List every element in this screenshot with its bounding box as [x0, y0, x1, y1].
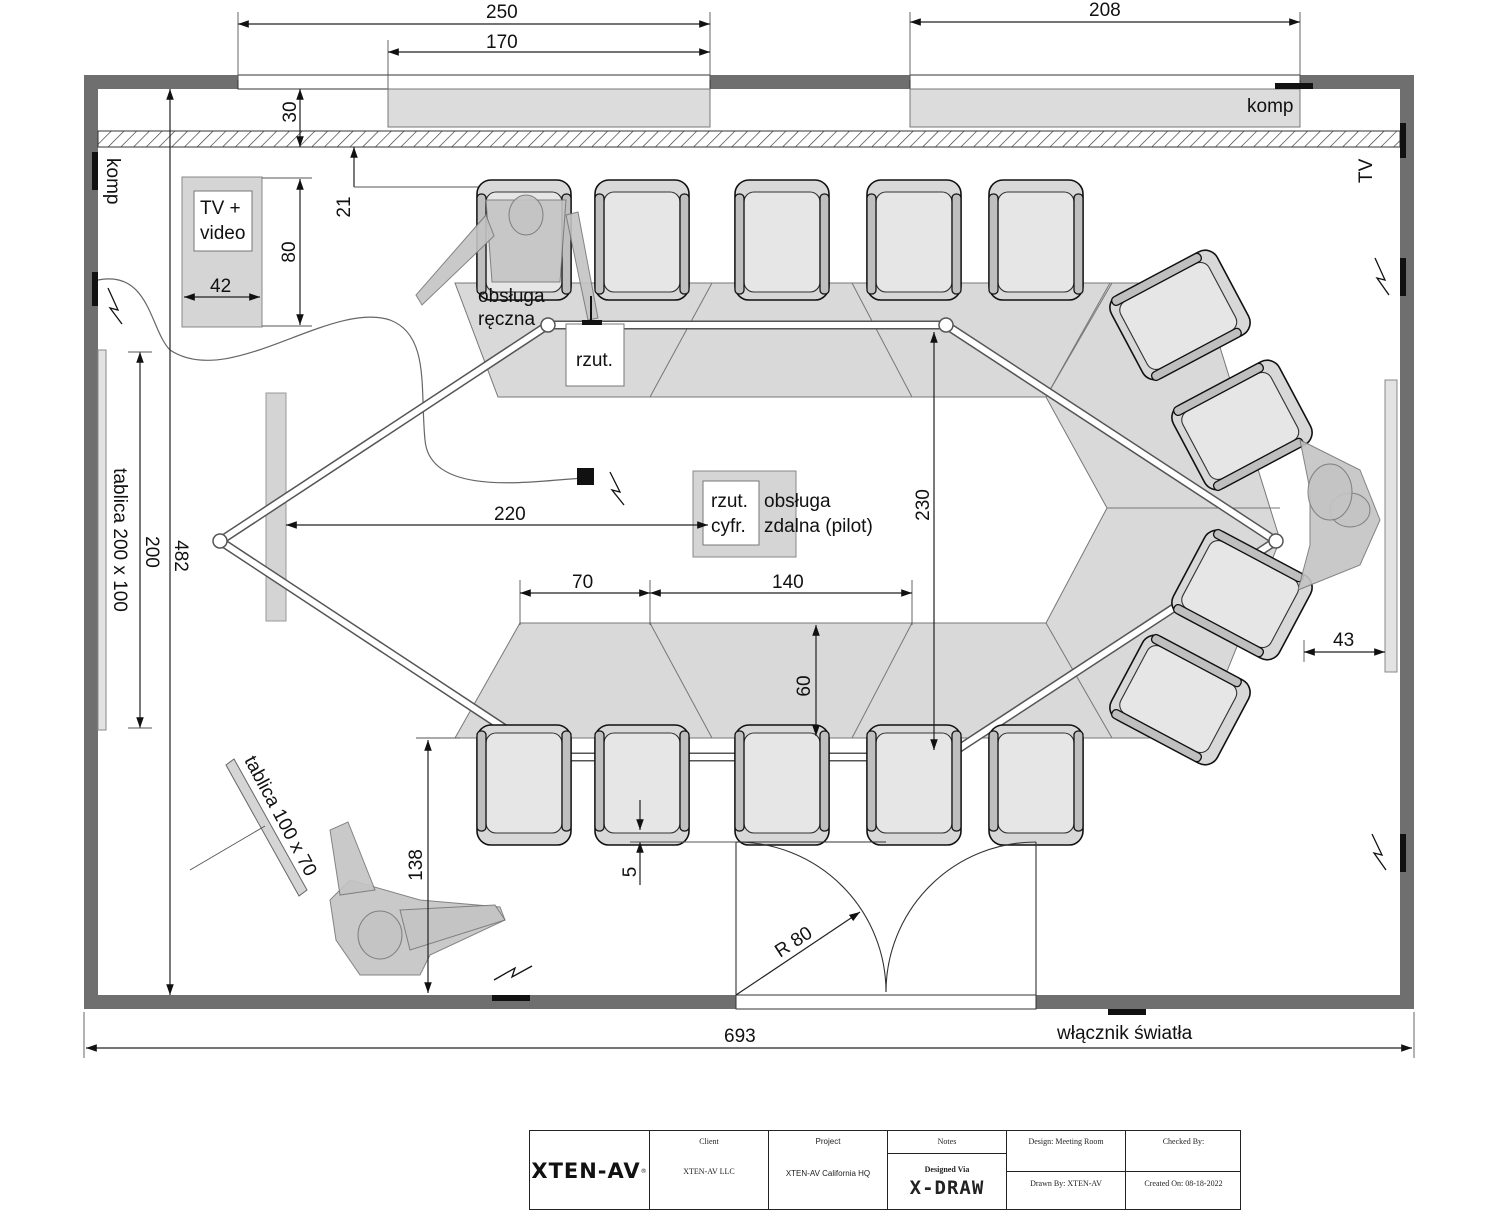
dim-top-208: 208 — [1089, 0, 1121, 21]
notes-header: Notes — [937, 1137, 957, 1146]
whiteboard-large: tablica 200 x 100 200 — [97, 349, 162, 731]
tv-video-cabinet: TV + video 42 80 — [181, 176, 312, 328]
tv-right-label: TV — [1356, 158, 1377, 183]
person-right — [1297, 439, 1381, 591]
dim-tv-width: 42 — [210, 276, 231, 297]
remote-label-1: obsługa — [764, 491, 831, 512]
remote-label-2: zdalna (pilot) — [764, 516, 873, 537]
manual-label-1: obsługa — [478, 286, 545, 307]
komp-left-label: komp — [102, 158, 123, 204]
client-header: Client — [699, 1137, 719, 1146]
client-value: XTEN-AV LLC — [683, 1167, 735, 1176]
tv-video-label-1: TV + — [200, 198, 241, 219]
komp-top-label: komp — [1247, 96, 1293, 117]
project-value: XTEN-AV California HQ — [785, 1169, 871, 1178]
chairs-bottom — [476, 724, 1084, 846]
person-bottom-left — [329, 821, 506, 976]
floor-plan: tablica 200 x 100 200 TV + video 42 80 — [83, 0, 1415, 1058]
dim-seg-140: 140 — [772, 572, 804, 593]
dim-top-250: 250 — [486, 2, 518, 23]
xdraw-logo: X-DRAW — [909, 1177, 985, 1199]
light-switch-label: włącznik światła — [1056, 1023, 1193, 1044]
dim-tv-height: 80 — [279, 241, 300, 262]
client-cell: Client XTEN-AV LLC — [649, 1131, 768, 1209]
design-label: Design: Meeting Room — [1028, 1137, 1104, 1146]
dim-table-width: 230 — [913, 489, 934, 521]
title-block: XTEN-AV® Client XTEN-AV LLC Project XTEN… — [529, 1130, 1241, 1210]
company-logo: XTEN-AV® — [531, 1159, 648, 1183]
projector-manual: rzut. obsługa ręczna — [478, 286, 625, 387]
dim-whiteboard-length: 200 — [141, 536, 162, 568]
dim-offset-21: 21 — [334, 196, 355, 217]
dim-room-depth: 482 — [170, 540, 191, 572]
power-bolts — [107, 257, 1390, 981]
design-cell: Design: Meeting Room Drawn By: XTEN-AV — [1006, 1131, 1125, 1209]
dimension-lines — [83, 12, 1415, 1058]
tv-video-label-2: video — [200, 223, 245, 244]
right-screen — [1384, 379, 1398, 673]
dim-wall-30: 30 — [280, 101, 301, 122]
project-header: Project — [815, 1137, 841, 1146]
drawn-by: Drawn By: XTEN-AV — [1030, 1179, 1102, 1188]
dim-seg-70: 70 — [572, 572, 593, 593]
cable — [97, 278, 586, 484]
created-on: Created On: 08-18-2022 — [1144, 1179, 1223, 1188]
projector-digital: rzut. cyfr. obsługa zdalna (pilot) — [692, 470, 873, 558]
dim-screen-distance: 220 — [494, 504, 526, 525]
designed-via: Designed Via — [924, 1165, 970, 1174]
project-cell: Project XTEN-AV California HQ — [768, 1131, 887, 1209]
checked-cell: Checked By: Created On: 08-18-2022 — [1125, 1131, 1241, 1209]
chairs-top — [476, 179, 1084, 301]
person-top — [415, 194, 599, 321]
floor-box — [577, 468, 594, 485]
dim-chair-gap: 5 — [620, 867, 641, 878]
projector-label: rzut. — [576, 350, 613, 371]
dim-top-170: 170 — [486, 32, 518, 53]
dim-room-width: 693 — [724, 1026, 756, 1047]
digital-proj-label-1: rzut. — [711, 491, 748, 512]
dim-aisle: 138 — [406, 849, 427, 881]
dim-table-depth: 60 — [794, 675, 815, 696]
digital-proj-label-2: cyfr. — [711, 516, 746, 537]
manual-label-2: ręczna — [478, 309, 535, 330]
notes-cell: Notes Designed Via X-DRAW — [887, 1131, 1006, 1209]
whiteboard-large-label: tablica 200 x 100 — [109, 468, 130, 612]
dim-side-43: 43 — [1333, 630, 1354, 651]
conference-table — [454, 282, 1281, 739]
checked-by: Checked By: — [1162, 1137, 1205, 1146]
